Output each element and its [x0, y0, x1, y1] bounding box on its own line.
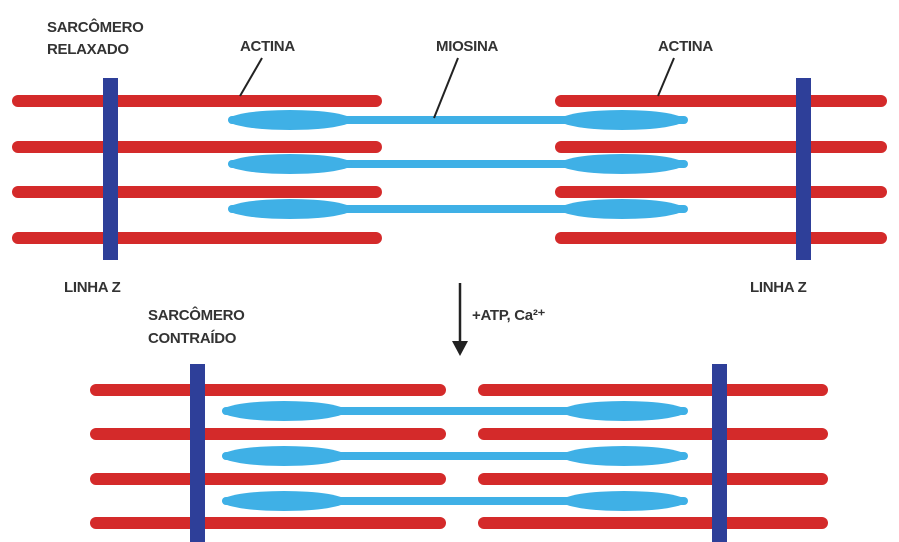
label-relaxed-sarcomere-2: RELAXADO [47, 41, 129, 58]
label-contracted-sarcomere-1: SARCÔMERO [148, 306, 245, 324]
label-actin-right: ACTINA [658, 38, 713, 55]
relaxed-sarcomere [12, 78, 887, 260]
label-reaction: +ATP, Ca²⁺ [472, 307, 546, 324]
label-z-line-left: LINHA Z [64, 279, 121, 296]
arrow-head [452, 341, 468, 356]
myosin-pointer [433, 57, 459, 119]
relaxed-myosin-filaments [228, 110, 688, 219]
contracted-sarcomere [90, 364, 828, 542]
contracted-z-line-right [712, 364, 727, 542]
actin-right-pointer [657, 57, 675, 97]
contracted-actin-left [90, 384, 446, 529]
label-contracted-sarcomere-2: CONTRAÍDO [148, 330, 237, 347]
label-z-line-right: LINHA Z [750, 279, 807, 296]
label-relaxed-sarcomere-1: SARCÔMERO [47, 18, 144, 36]
label-pointers [239, 57, 675, 119]
contracted-myosin-filaments [222, 401, 688, 511]
contracted-actin-right [478, 384, 828, 529]
label-actin-left: ACTINA [240, 38, 295, 55]
relaxed-z-line-right [796, 78, 811, 260]
relaxed-z-line-left [103, 78, 118, 260]
contracted-z-line-left [190, 364, 205, 542]
actin-left-pointer [239, 57, 263, 97]
transition-arrow [452, 283, 468, 356]
label-myosin: MIOSINA [436, 38, 499, 55]
